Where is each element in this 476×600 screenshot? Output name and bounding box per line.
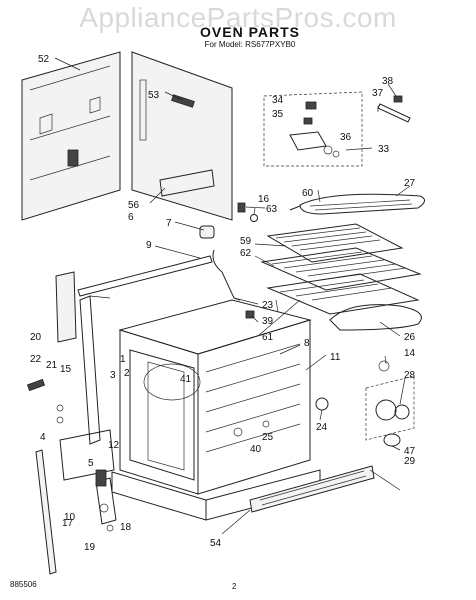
callout-23: 23 bbox=[262, 300, 274, 311]
callout-34: 34 bbox=[272, 95, 284, 106]
leader-lines bbox=[54, 57, 411, 535]
callout-62: 62 bbox=[240, 248, 252, 259]
callout-8: 8 bbox=[304, 338, 310, 349]
callout-3: 3 bbox=[110, 370, 116, 381]
selector-knob-assembly bbox=[365, 360, 415, 447]
callout-53: 53 bbox=[148, 90, 160, 101]
callout-63: 63 bbox=[266, 204, 278, 215]
model-line: For Model: RS677PXYB0 bbox=[204, 40, 296, 49]
thermostat-24 bbox=[315, 397, 329, 411]
side-trim bbox=[35, 449, 57, 575]
callout-56: 56 bbox=[128, 200, 140, 211]
callout-9: 9 bbox=[146, 240, 152, 251]
callout-38: 38 bbox=[382, 76, 394, 87]
callout-20: 20 bbox=[30, 332, 42, 343]
broil-element bbox=[289, 193, 425, 215]
callout-11: 11 bbox=[330, 352, 341, 363]
callout-1: 1 bbox=[120, 354, 126, 365]
callout-52: 52 bbox=[38, 54, 50, 65]
callout-5: 5 bbox=[88, 458, 94, 469]
callout-19: 19 bbox=[84, 542, 96, 553]
callout-39: 39 bbox=[262, 316, 274, 327]
callout-37: 37 bbox=[372, 88, 384, 99]
callout-41: 41 bbox=[180, 374, 192, 385]
diagram-title: OVEN PARTS bbox=[200, 24, 300, 40]
callout-12: 12 bbox=[108, 440, 120, 451]
sensor-39 bbox=[245, 310, 255, 319]
callout-25: 25 bbox=[262, 432, 274, 443]
callout-17: 17 bbox=[62, 518, 74, 529]
callout-26: 26 bbox=[404, 332, 416, 343]
oven-racks bbox=[260, 223, 422, 315]
callout-16: 16 bbox=[258, 194, 270, 205]
vent-grille bbox=[249, 465, 375, 513]
bracket-part-16 bbox=[237, 202, 246, 213]
callout-18: 18 bbox=[120, 522, 132, 533]
oven-cavity bbox=[118, 299, 312, 495]
callout-28: 28 bbox=[404, 370, 416, 381]
vent-tube bbox=[212, 249, 241, 301]
callout-10: 10 bbox=[64, 512, 76, 523]
hinge-assembly bbox=[26, 378, 115, 532]
watermark: AppliancePartsPros.com bbox=[79, 2, 397, 33]
callout-61: 61 bbox=[262, 332, 274, 343]
callout-33: 33 bbox=[378, 144, 390, 155]
callout-6: 6 bbox=[128, 212, 134, 223]
document-number: 885506 bbox=[10, 580, 37, 589]
callout-15: 15 bbox=[60, 364, 72, 375]
callout-22: 22 bbox=[30, 354, 42, 365]
callout-labels: 1 2 3 4 5 6 7 8 9 10 11 12 14 15 16 17 1… bbox=[30, 54, 416, 553]
back-panel bbox=[21, 51, 121, 221]
side-panel bbox=[131, 51, 233, 221]
callout-21: 21 bbox=[46, 360, 58, 371]
callout-27: 27 bbox=[404, 178, 416, 189]
tube-clamp-7 bbox=[199, 225, 215, 239]
callout-40: 40 bbox=[250, 444, 262, 455]
callout-60: 60 bbox=[302, 188, 314, 199]
terminal-block-detail bbox=[263, 91, 411, 167]
callout-35: 35 bbox=[272, 109, 284, 120]
page-number: 2 bbox=[232, 582, 237, 591]
callout-59: 59 bbox=[240, 236, 252, 247]
callout-2: 2 bbox=[124, 368, 130, 379]
callout-54: 54 bbox=[210, 538, 222, 549]
callout-4: 4 bbox=[40, 432, 46, 443]
callout-47: 47 bbox=[404, 446, 416, 457]
callout-29: 29 bbox=[404, 456, 416, 467]
callout-7: 7 bbox=[166, 218, 172, 229]
clip-part-63 bbox=[250, 214, 258, 222]
bake-element bbox=[329, 304, 422, 331]
callout-14: 14 bbox=[404, 348, 416, 359]
callout-36: 36 bbox=[340, 132, 352, 143]
front-frame bbox=[55, 255, 213, 445]
callout-24: 24 bbox=[316, 422, 328, 433]
